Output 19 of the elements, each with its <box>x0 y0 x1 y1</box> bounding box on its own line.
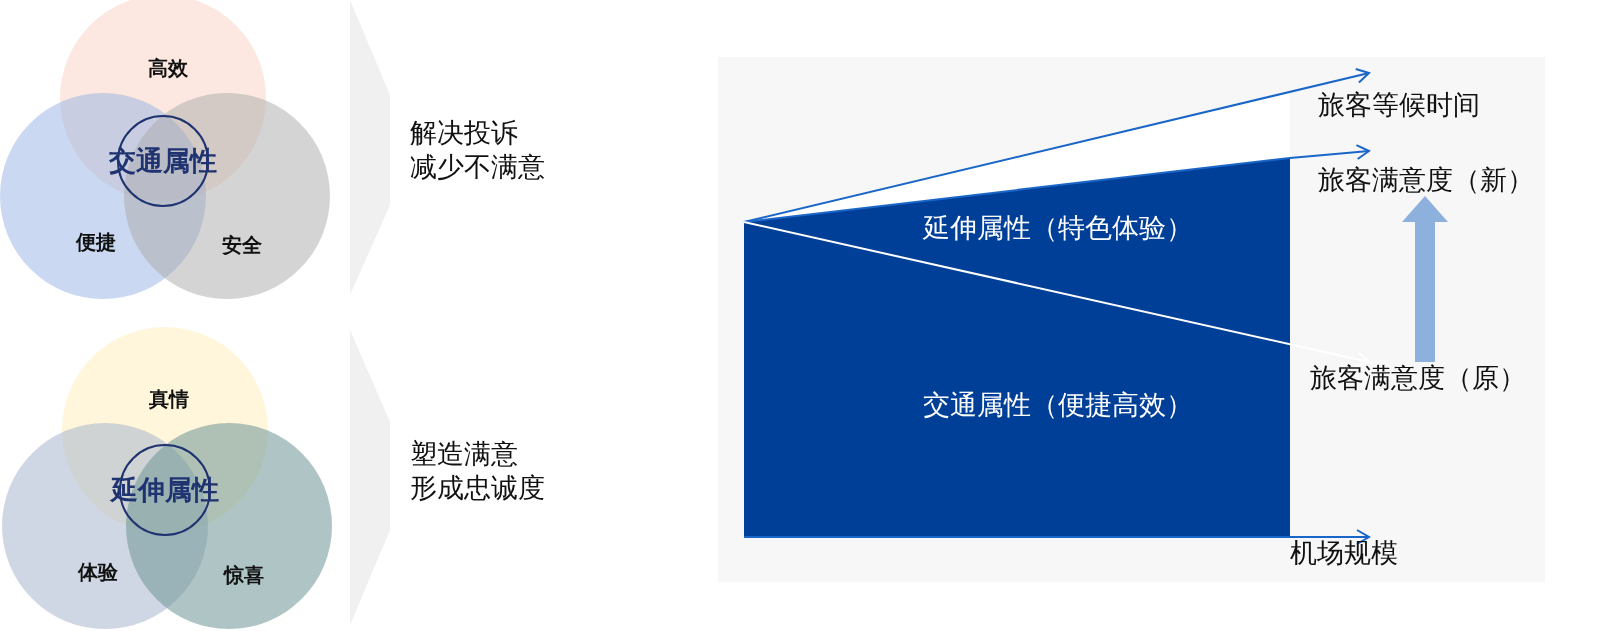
area-label: 交通属性（便捷高效） <box>923 388 1193 422</box>
arrow <box>743 221 1370 368</box>
axis-label: 机场规模 <box>1290 537 1398 569</box>
circle-label: 真情 <box>149 385 189 413</box>
axis-label: 旅客满意度（原） <box>1310 362 1526 394</box>
note-text: 塑造满意形成忠诚度 <box>410 437 545 505</box>
circle-label: 惊喜 <box>224 561 264 589</box>
axis-label: 旅客满意度（新） <box>1318 151 1534 196</box>
axis-label: 旅客等候时间 <box>1318 73 1480 121</box>
arrow <box>743 529 1370 545</box>
circle-label: 体验 <box>78 558 118 586</box>
circle-label: 高效 <box>148 54 188 82</box>
circle-label: 便捷 <box>76 228 116 256</box>
arrow <box>743 144 1370 223</box>
area-label: 延伸属性（特色体验） <box>923 211 1193 245</box>
note-text: 解决投诉减少不满意 <box>410 116 545 184</box>
arrow <box>743 67 1370 223</box>
arrow <box>1402 196 1448 362</box>
circle-label: 安全 <box>222 231 262 259</box>
